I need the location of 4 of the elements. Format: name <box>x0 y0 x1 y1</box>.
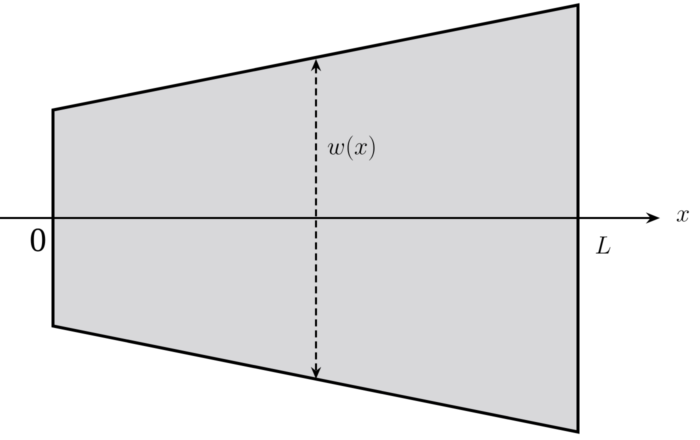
axis-origin-label: 0 <box>30 228 46 252</box>
dimension-label: $w(x)$ <box>328 136 374 160</box>
axis-name-label: $x$ <box>676 210 689 222</box>
axis-length-label: $L$ <box>596 236 610 254</box>
